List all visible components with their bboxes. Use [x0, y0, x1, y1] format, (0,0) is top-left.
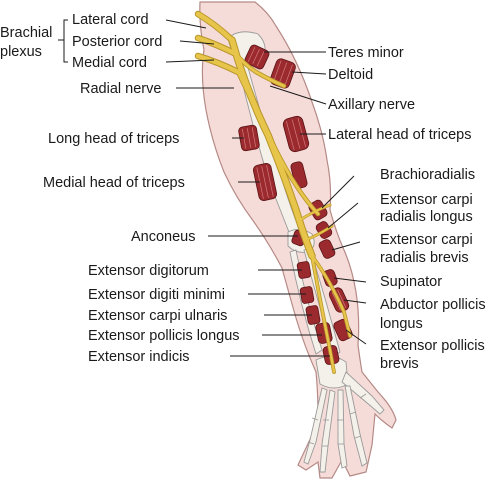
finger-bone-1: [303, 387, 328, 465]
leader-lines: [165, 19, 367, 357]
leader-supinator: [333, 277, 367, 283]
label-teres-minor: Teres minor: [328, 45, 404, 61]
label-extensor-digitorum: Extensor digitorum: [88, 263, 209, 279]
label-lateral-cord: Lateral cord: [72, 12, 149, 28]
brachial-plexus-bracket: [58, 19, 68, 63]
medial-head-triceps-muscle: [252, 163, 278, 201]
axillary-nerve-branch: [234, 52, 286, 88]
leader-deltoid: [291, 71, 327, 75]
label-extensor-digiti-minimi: Extensor digiti minimi: [88, 287, 225, 303]
label-brachioradialis: Brachioradialis: [380, 167, 475, 183]
superficial-radial-nerve: [310, 254, 352, 338]
brachial-plexus-label-line1: Brachial: [0, 25, 52, 41]
leader-epb: [345, 329, 367, 345]
brachial-plexus-label-line2: plexus: [0, 44, 42, 60]
label-axillary-nerve: Axillary nerve: [328, 97, 415, 113]
label-posterior-cord: Posterior cord: [72, 34, 162, 50]
posterior-interosseous-nerve: [310, 254, 336, 374]
label-extensor-indicis: Extensor indicis: [88, 349, 190, 365]
label-long-head-triceps: Long head of triceps: [48, 131, 179, 147]
long-head-triceps-muscle: [238, 124, 260, 152]
label-medial-cord: Medial cord: [72, 55, 147, 71]
label-apl-line1: Abductor pollicis: [380, 297, 486, 313]
leader-axillary-nerve: [269, 85, 327, 105]
finger-bone-4: [344, 385, 368, 467]
label-ecrb-line1: Extensor carpi: [380, 232, 473, 248]
leader-ecrb: [331, 241, 361, 251]
ecrb-muscle: [318, 239, 336, 259]
leader-brachioradialis: [321, 175, 355, 209]
medial-cord-nerve: [195, 53, 241, 75]
label-ecrl-line1: Extensor carpi: [380, 192, 473, 208]
radial-nerve-lateral-branch: [236, 70, 320, 216]
leader-medial-cord: [165, 59, 215, 63]
label-deltoid: Deltoid: [328, 67, 373, 83]
leader-posterior-cord: [179, 40, 215, 45]
labels: Brachial plexus Lateral cord Posterior c…: [0, 12, 486, 372]
leader-lateral-cord: [165, 19, 207, 29]
leader-ecrl: [327, 202, 359, 229]
muscles: [238, 44, 353, 365]
extensor-digiti-minimi-muscle: [299, 286, 315, 304]
label-medial-head-triceps: Medial head of triceps: [43, 175, 185, 191]
label-epb-line2: brevis: [380, 356, 419, 372]
label-apl-line2: longus: [380, 316, 423, 332]
extensor-carpi-ulnaris-muscle: [305, 305, 321, 325]
label-ecrl-line2: radialis longus: [380, 209, 473, 225]
label-anconeus: Anconeus: [131, 229, 196, 245]
label-epb-line1: Extensor pollicis: [380, 338, 485, 354]
label-radial-nerve: Radial nerve: [80, 81, 161, 97]
label-lateral-head-triceps: Lateral head of triceps: [328, 127, 471, 143]
leader-apl: [343, 299, 367, 304]
posterior-cord-nerve: [195, 35, 239, 57]
nerves: [194, 10, 352, 374]
nerve-fill: [195, 11, 352, 374]
label-supinator: Supinator: [380, 274, 442, 290]
ecrl-branch: [305, 225, 333, 241]
thumb-bones: [341, 371, 385, 415]
extensor-digitorum-muscle: [296, 261, 312, 279]
label-ecrb-line2: radialis brevis: [380, 250, 469, 266]
lateral-cord-nerve: [195, 11, 235, 43]
label-extensor-pollicis-longus: Extensor pollicis longus: [88, 328, 240, 344]
label-extensor-carpi-ulnaris: Extensor carpi ulnaris: [88, 308, 227, 324]
brachioradialis-branch: [299, 204, 331, 221]
finger-joints: [307, 393, 367, 447]
radial-nerve-trunk: [229, 37, 315, 259]
finger-bone-2: [319, 389, 336, 473]
teres-minor-muscle: [244, 44, 270, 70]
lateral-head-triceps-muscle: [282, 115, 310, 153]
